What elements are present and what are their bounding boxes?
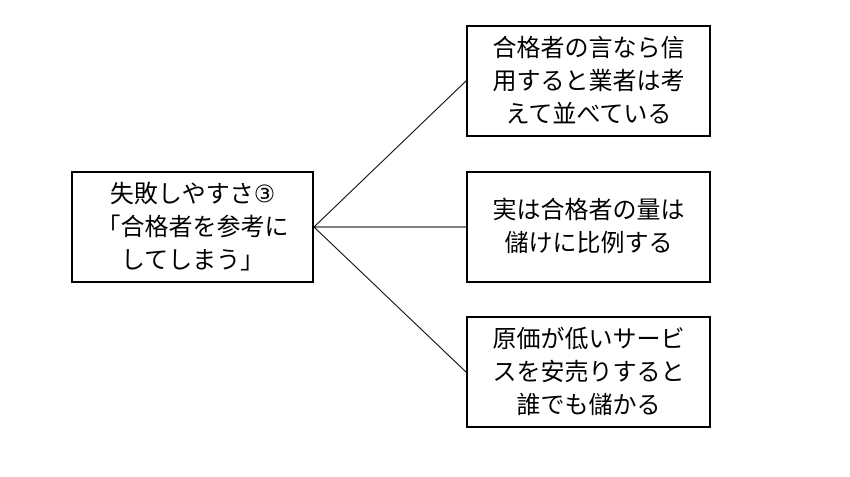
branch-2-line-1: 実は合格者の量は	[492, 196, 685, 224]
branch-1-line-2: 用すると業者は考	[492, 66, 685, 95]
branch-3-line-1: 原価が低いサービ	[492, 324, 685, 353]
root-node: 失敗しやすさ③ 「合格者を参考に してしまう」	[71, 171, 314, 283]
connector-root-to-branch-3	[313, 226, 467, 373]
branch-3-line-3: 誰でも儲かる	[516, 390, 661, 419]
branch-1-line-3: えて並べている	[505, 99, 672, 128]
branch-3-line-2: スを安売りすると	[492, 357, 685, 386]
branch-node-1: 合格者の言なら信 用すると業者は考 えて並べている	[466, 25, 711, 137]
root-line-2: 「合格者を参考に	[96, 212, 289, 241]
branch-2-line-2: 儲けに比例する	[504, 229, 673, 257]
root-line-1: 失敗しやすさ③	[109, 179, 276, 208]
connector-root-to-branch-1	[313, 80, 467, 228]
branch-node-2: 実は合格者の量は 儲けに比例する	[466, 171, 711, 283]
root-line-3: してしまう」	[120, 245, 265, 274]
branch-1-line-1: 合格者の言なら信	[492, 33, 685, 62]
branch-node-3: 原価が低いサービ スを安売りすると 誰でも儲かる	[466, 316, 711, 428]
